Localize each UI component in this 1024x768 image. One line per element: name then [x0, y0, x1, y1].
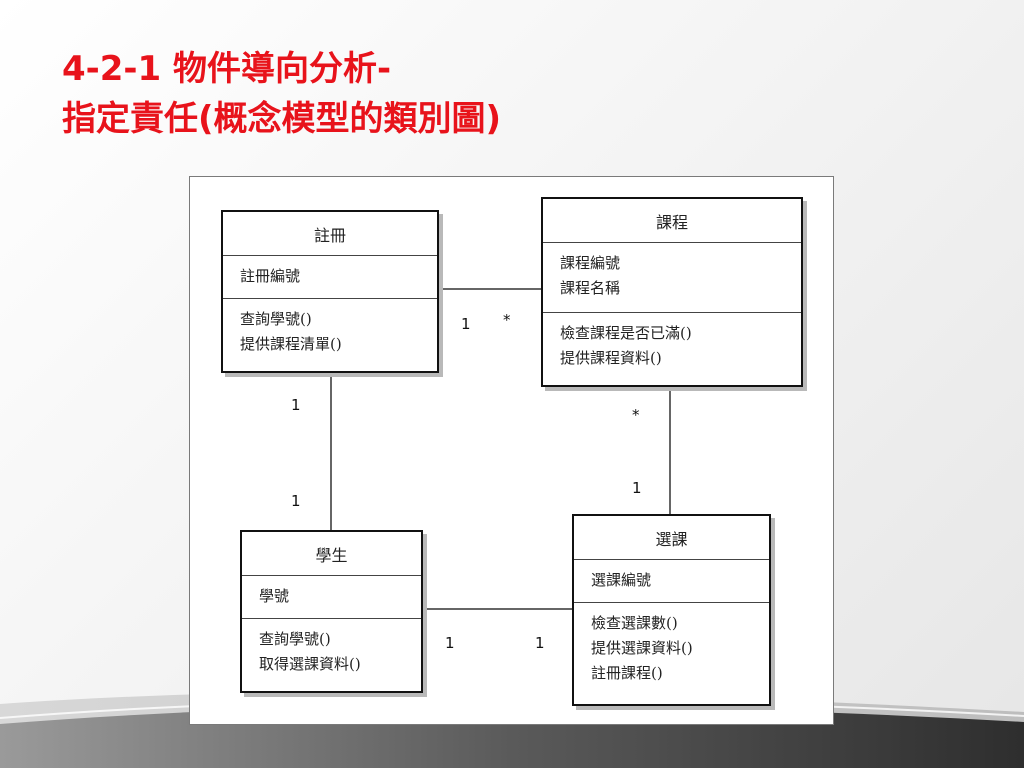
operation: 提供課程資料()	[560, 349, 662, 367]
class-register[interactable]: 註冊 註冊編號 查詢學號() 提供課程清單()	[221, 210, 439, 373]
class-enrollment-operations: 檢查選課數() 提供選課資料() 註冊課程()	[574, 603, 769, 686]
attribute: 課程名稱	[560, 279, 621, 297]
slide-title-line2: 指定責任(概念模型的類別圖)	[62, 99, 502, 139]
class-student-attributes: 學號	[242, 576, 421, 619]
class-course[interactable]: 課程 課程編號 課程名稱 檢查課程是否已滿() 提供課程資料()	[541, 197, 803, 387]
mult-student-enrollment-enrollment-end: 1	[535, 634, 545, 652]
operation: 取得選課資料()	[259, 655, 361, 673]
mult-course-enrollment-course-end: *	[632, 406, 640, 424]
class-course-operations: 檢查課程是否已滿() 提供課程資料()	[543, 313, 801, 371]
class-course-attributes: 課程編號 課程名稱	[543, 243, 801, 313]
operation: 查詢學號()	[240, 310, 312, 328]
operation: 檢查課程是否已滿()	[560, 324, 692, 342]
class-course-name: 課程	[543, 199, 801, 243]
mult-student-enrollment-student-end: 1	[445, 634, 455, 652]
mult-register-student-register-end: 1	[291, 396, 301, 414]
class-diagram: 註冊 註冊編號 查詢學號() 提供課程清單() 課程 課程編號 課程名稱 檢查課…	[189, 176, 834, 725]
operation: 查詢學號()	[259, 630, 331, 648]
class-student[interactable]: 學生 學號 查詢學號() 取得選課資料()	[240, 530, 423, 693]
class-register-attributes: 註冊編號	[223, 256, 437, 299]
operation: 提供課程清單()	[240, 335, 342, 353]
mult-register-course-course-end: *	[503, 311, 511, 329]
mult-register-student-student-end: 1	[291, 492, 301, 510]
operation: 註冊課程()	[591, 664, 663, 682]
class-student-name: 學生	[242, 532, 421, 576]
class-enrollment-attributes: 選課編號	[574, 560, 769, 603]
attribute: 學號	[259, 587, 290, 605]
attribute: 選課編號	[591, 571, 652, 589]
operation: 檢查選課數()	[591, 614, 678, 632]
mult-register-course-register-end: 1	[461, 315, 471, 333]
class-enrollment-name: 選課	[574, 516, 769, 560]
class-register-name: 註冊	[223, 212, 437, 256]
operation: 提供選課資料()	[591, 639, 693, 657]
slide-title: 4-2-1 物件導向分析- 指定責任(概念模型的類別圖)	[62, 44, 501, 144]
class-student-operations: 查詢學號() 取得選課資料()	[242, 619, 421, 677]
class-register-operations: 查詢學號() 提供課程清單()	[223, 299, 437, 357]
attribute: 註冊編號	[240, 267, 301, 285]
slide-title-line1: 4-2-1 物件導向分析-	[62, 49, 392, 89]
association-lines	[330, 288, 671, 610]
mult-course-enrollment-enrollment-end: 1	[632, 479, 642, 497]
attribute: 課程編號	[560, 254, 621, 272]
class-enrollment[interactable]: 選課 選課編號 檢查選課數() 提供選課資料() 註冊課程()	[572, 514, 771, 706]
